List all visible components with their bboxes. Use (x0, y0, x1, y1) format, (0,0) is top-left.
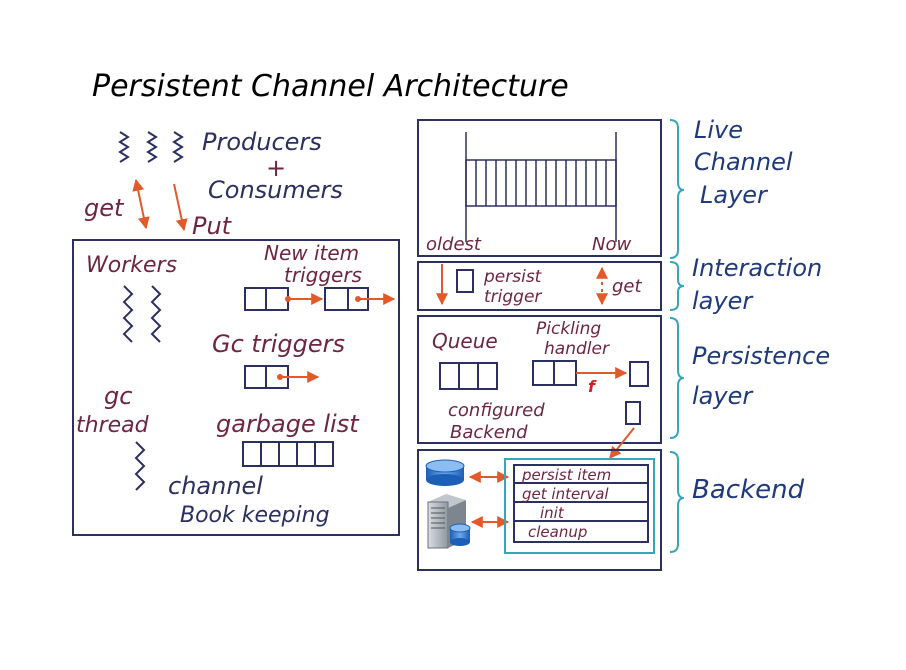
persistence-layer-label-1: Persistence (692, 342, 830, 370)
backend-method: get interval (522, 485, 609, 503)
persist-queue (439, 362, 498, 390)
backend-method: init (540, 504, 565, 522)
oldest-label: oldest (426, 234, 482, 255)
layer-braces (669, 119, 685, 553)
backend-interface (513, 464, 649, 543)
producers-label: Producers (202, 128, 322, 156)
backend-sub-label: Backend (450, 422, 528, 443)
backend-method: cleanup (528, 523, 587, 541)
put-arrow (173, 183, 188, 232)
persist-trigger-item (456, 269, 474, 293)
backend-box (417, 449, 662, 571)
configured-label: configured (448, 400, 545, 421)
new-item-trigger-list (244, 287, 396, 311)
f-label: f (588, 377, 597, 396)
gc-trigger-list (244, 365, 320, 389)
thread-label: thread (76, 413, 150, 438)
server-icon (427, 494, 471, 549)
handler-label: handler (544, 339, 610, 359)
pickling-queue (532, 360, 577, 386)
backend-layer-label: Backend (692, 475, 805, 505)
channel-label: channel (168, 472, 263, 500)
live-channel-box (417, 119, 662, 257)
gc-thread-squiggle (134, 441, 146, 491)
to-backend-arrow (609, 427, 635, 459)
garbage-list-label: garbage list (216, 410, 360, 438)
live-layer-label-1: Live (694, 116, 743, 144)
garbage-list (242, 441, 334, 467)
live-layer-label-3: Layer (700, 181, 769, 209)
worker-squiggles (122, 285, 162, 343)
persistence-layer-label-2: layer (692, 382, 754, 410)
put-label: Put (192, 212, 233, 240)
queue-label: Queue (432, 329, 498, 353)
new-item-label-1: New item (264, 241, 359, 265)
interaction-box (417, 261, 662, 311)
persistence-box (417, 315, 662, 444)
database-icon (425, 459, 465, 486)
interaction-layer-label-2: layer (692, 287, 754, 315)
backend-item (625, 401, 641, 425)
pickled-item (629, 361, 649, 387)
worker-container (72, 239, 400, 536)
book-keeping-label: Book keeping (180, 503, 330, 528)
workers-label: Workers (86, 253, 177, 278)
get-arrow (132, 178, 150, 230)
page-title: Persistent Channel Architecture (92, 69, 569, 104)
interaction-get-label: get (612, 276, 643, 297)
new-item-label-2: triggers (284, 263, 362, 287)
plus-label: + (266, 154, 286, 182)
consumers-label: Consumers (208, 176, 343, 204)
now-label: Now (592, 234, 631, 255)
persist-label: persist (483, 267, 543, 287)
gc-triggers-label: Gc triggers (212, 330, 345, 358)
producer-squiggles (118, 131, 184, 163)
channel-ringbuffer (465, 132, 617, 242)
live-layer-label-2: Channel (694, 148, 793, 176)
gc-label: gc (104, 382, 132, 410)
get-label: get (84, 194, 125, 222)
backend-method: persist item (521, 466, 611, 484)
backend-interface-outer (504, 458, 655, 554)
pickling-label: Pickling (536, 319, 601, 339)
trigger-label: trigger (484, 287, 542, 307)
interaction-layer-label-1: Interaction (692, 254, 822, 282)
